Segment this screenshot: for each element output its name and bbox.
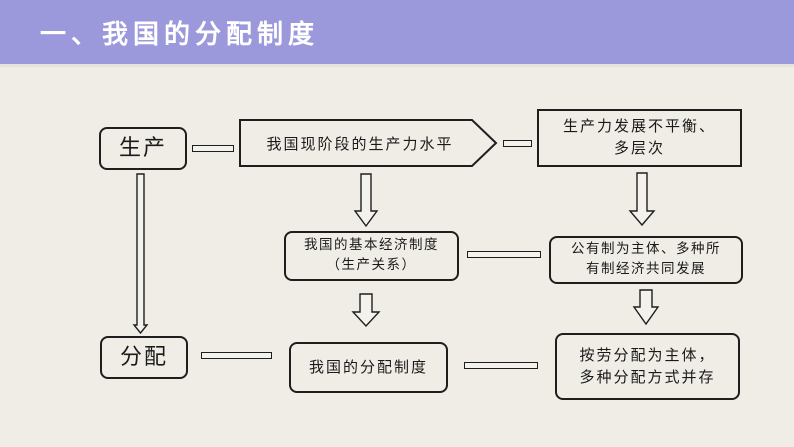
productivity-feature-box: 生产力发展不平衡、 多层次 (537, 109, 742, 167)
distribution-system-box: 我国的分配制度 (289, 342, 448, 393)
title-bar: 一、我国的分配制度 (0, 0, 794, 64)
productivity-feature-line1: 生产力发展不平衡、 (562, 117, 716, 136)
ownership-structure-box: 公有制为主体、多种所 有制经济共同发展 (549, 236, 743, 284)
productivity-level-label: 我国现阶段的生产力水平 (266, 134, 454, 153)
equals-connector-distribution-structure (464, 362, 538, 369)
arrow-feature-to-ownership (628, 172, 656, 227)
basic-economic-system-line1: 我国的基本经济制度 (304, 237, 439, 254)
arrow-basic-system-to-distribution-system (351, 293, 381, 328)
distribution-box: 分配 (100, 336, 188, 379)
equals-connector-distribution-system (201, 352, 272, 359)
distribution-structure-box: 按劳分配为主体， 多种分配方式并存 (555, 333, 740, 400)
ownership-structure-line2: 有制经济共同发展 (586, 261, 706, 277)
basic-economic-system-box: 我国的基本经济制度 （生产关系） (284, 231, 459, 281)
production-label: 生产 (118, 135, 167, 161)
arrow-level-to-basic-system (353, 173, 379, 228)
production-box: 生产 (99, 127, 187, 170)
distribution-structure-line1: 按劳分配为主体， (579, 345, 716, 364)
equals-connector-basic-ownership (467, 251, 541, 258)
productivity-feature-line2: 多层次 (613, 139, 665, 157)
title-bar-shadow (0, 64, 794, 67)
basic-economic-system-line2: （生产关系） (326, 257, 417, 273)
productivity-level-shape (239, 119, 498, 167)
distribution-structure-line2: 多种分配方式并存 (579, 367, 716, 386)
equals-connector-level-feature (503, 140, 532, 147)
page-title: 一、我国的分配制度 (40, 20, 320, 50)
distribution-system-label: 我国的分配制度 (308, 357, 428, 376)
arrow-production-to-distribution (132, 173, 149, 335)
arrow-ownership-to-distribution-structure (632, 289, 660, 326)
distribution-label: 分配 (119, 344, 168, 370)
ownership-structure-line1: 公有制为主体、多种所 (571, 241, 721, 258)
equals-connector-production-level (192, 145, 234, 152)
productivity-level-box: 我国现阶段的生产力水平 (240, 120, 480, 166)
